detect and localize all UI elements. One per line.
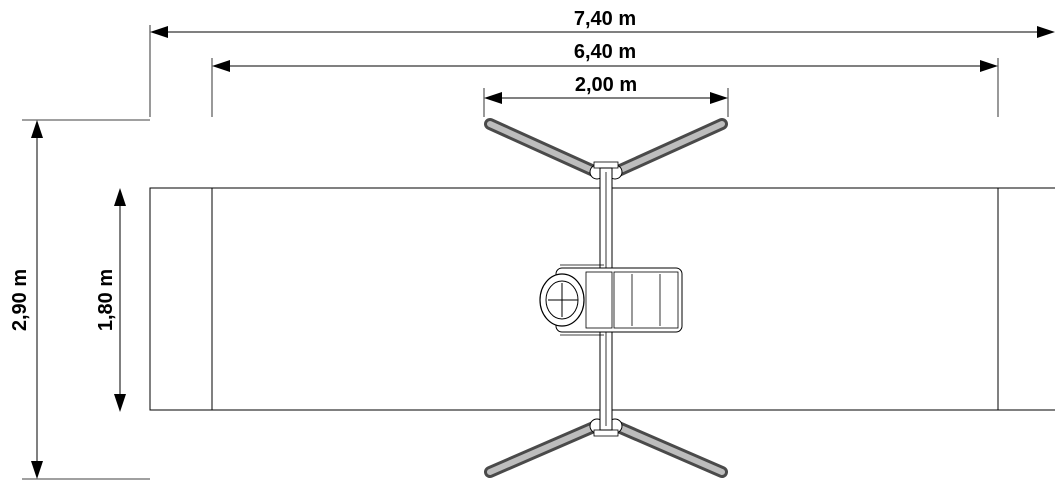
frame-legs-top xyxy=(484,118,728,178)
dimension-area-width: 1,80 m xyxy=(95,188,126,412)
dimension-label-area-length: 6,40 m xyxy=(574,41,636,63)
dimension-frame-width: 2,00 m xyxy=(484,74,728,104)
dimension-label-total-width: 2,90 m xyxy=(9,269,31,331)
swing-seat xyxy=(539,264,683,336)
dimension-label-frame-width: 2,00 m xyxy=(575,74,637,96)
dimension-label-area-width: 1,80 m xyxy=(95,269,117,331)
frame-legs-bottom xyxy=(484,420,728,478)
extension-lines xyxy=(22,25,999,480)
dimension-total-width: 2,90 m xyxy=(9,120,43,479)
dimension-area-length: 6,40 m xyxy=(212,41,998,72)
dimension-total-length: 7,40 m xyxy=(150,8,1055,38)
dimension-label-total-length: 7,40 m xyxy=(574,8,636,30)
